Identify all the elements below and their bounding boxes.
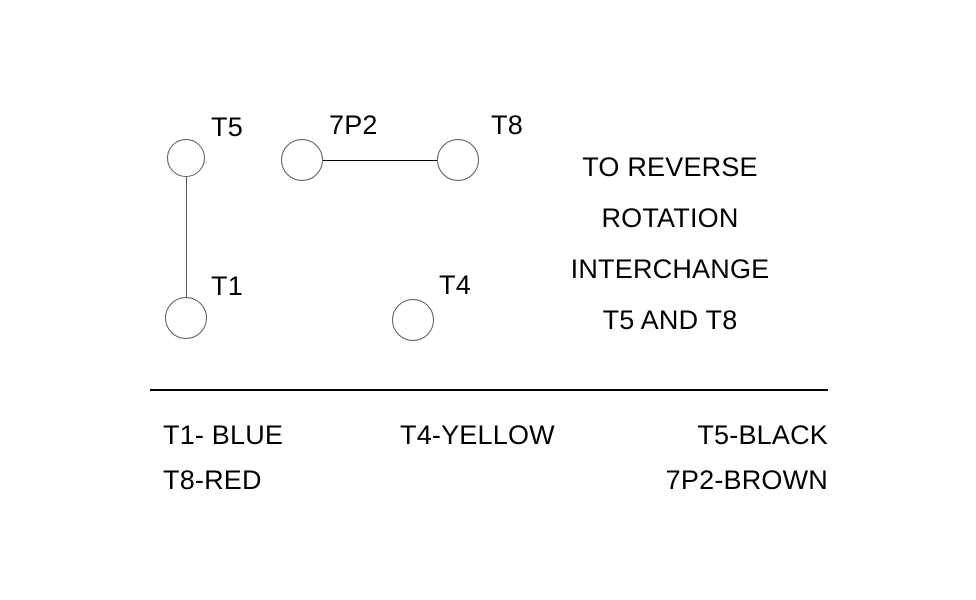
terminal-node-t4: [392, 299, 434, 341]
terminal-node-t1: [165, 297, 207, 339]
legend-item-t1-blue: T1- BLUE: [163, 420, 284, 450]
note-line-1: TO REVERSE: [582, 152, 758, 182]
note-line-4: T5 AND T8: [602, 305, 738, 335]
node-label-t8: T8: [491, 110, 523, 140]
node-label-t5: T5: [211, 112, 243, 142]
legend-item-t4-yellow: T4-YELLOW: [400, 420, 555, 450]
wire-7p2-to-t8: [323, 160, 437, 161]
note-line-3: INTERCHANGE: [570, 254, 770, 284]
terminal-node-7p2: [281, 139, 323, 181]
node-label-t1: T1: [211, 271, 243, 301]
terminal-node-t5: [167, 139, 205, 177]
section-divider: [150, 389, 828, 391]
note-line-2: ROTATION: [601, 203, 739, 233]
node-label-t4: T4: [439, 270, 471, 300]
wire-t5-to-t1: [186, 177, 187, 297]
legend-item-t5-black: T5-BLACK: [697, 420, 828, 450]
legend-item-t8-red: T8-RED: [163, 465, 262, 495]
reverse-rotation-note: TO REVERSE ROTATION INTERCHANGE T5 AND T…: [520, 142, 820, 346]
legend-item-7p2-brown: 7P2-BROWN: [665, 465, 828, 495]
node-label-7p2: 7P2: [329, 110, 378, 140]
terminal-node-t8: [437, 139, 479, 181]
